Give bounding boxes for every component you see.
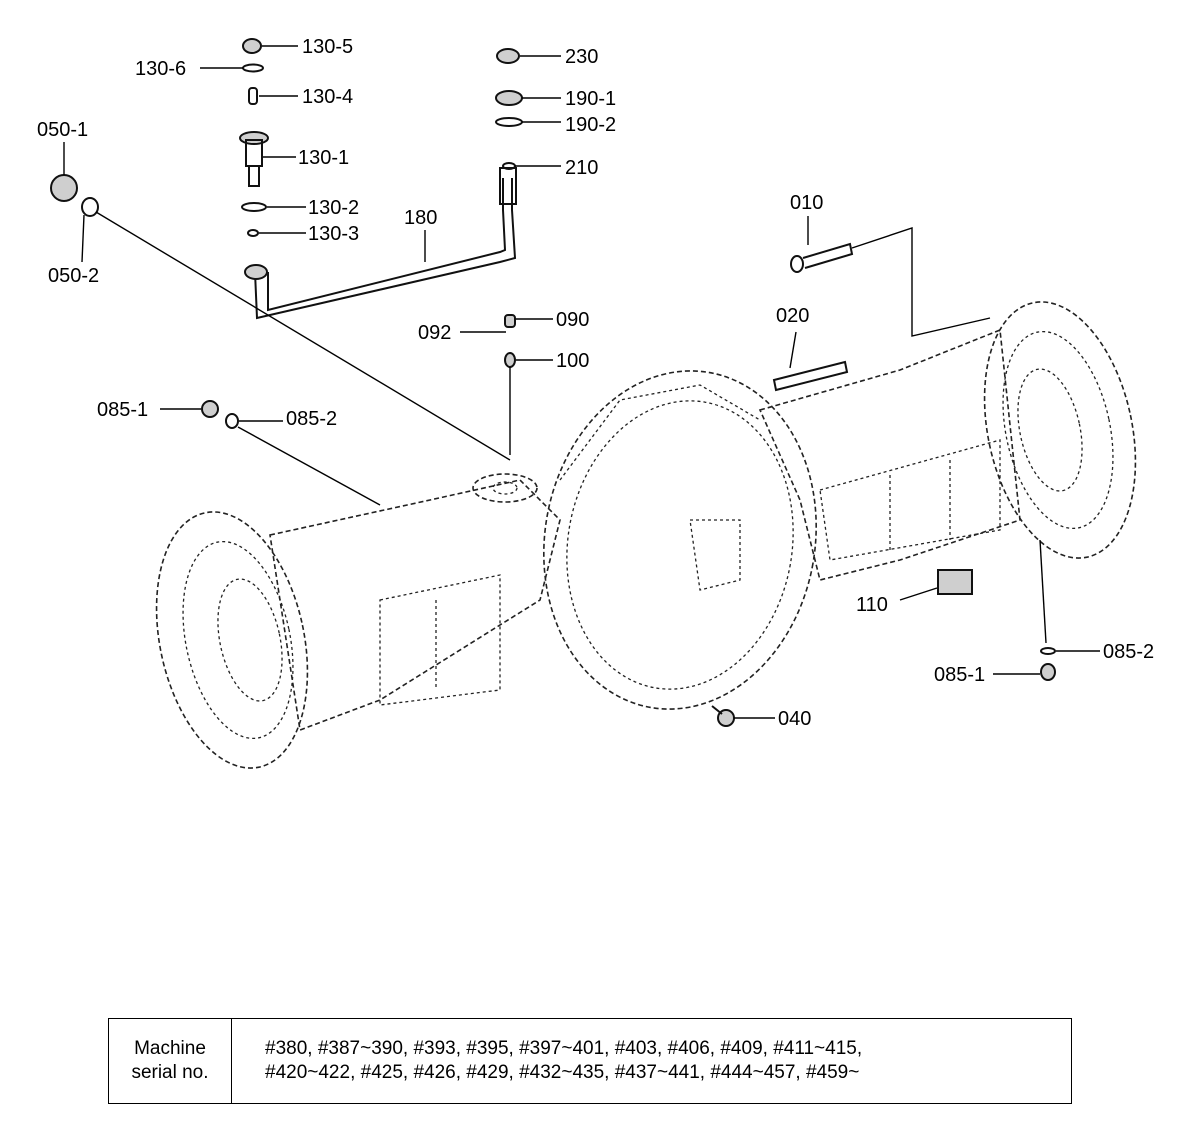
callout-090: 090 — [556, 309, 589, 331]
callout-130-3: 130-3 — [308, 223, 359, 245]
axle-housing — [155, 301, 1137, 769]
callout-labels: 130-5 130-6 130-4 130-1 130-2 130-3 050-… — [37, 36, 1154, 730]
callout-010: 010 — [790, 192, 823, 214]
parts — [50, 38, 1056, 727]
callout-085-1-left: 085-1 — [97, 399, 148, 421]
serial-table-header: Machine serial no. — [109, 1019, 232, 1103]
serial-values-line1: #380, #387~390, #393, #395, #397~401, #4… — [265, 1038, 863, 1059]
callout-085-1-right: 085-1 — [934, 664, 985, 686]
callout-210: 210 — [565, 157, 598, 179]
serial-table-values: #380, #387~390, #393, #395, #397~401, #4… — [232, 1019, 1071, 1103]
callout-190-2: 190-2 — [565, 114, 616, 136]
callout-040: 040 — [778, 708, 811, 730]
callout-130-6: 130-6 — [135, 58, 186, 80]
callout-050-2: 050-2 — [48, 265, 99, 287]
callout-110: 110 — [856, 594, 888, 616]
callout-230: 230 — [565, 46, 598, 68]
serial-values-line2: #420~422, #425, #426, #429, #432~435, #4… — [265, 1062, 860, 1083]
serial-header-line2: serial no. — [131, 1062, 209, 1083]
serial-header-line1: Machine — [134, 1038, 206, 1059]
leader-lines — [63, 45, 1100, 719]
callout-130-1: 130-1 — [298, 147, 349, 169]
serial-number-table: Machine serial no. #380, #387~390, #393,… — [108, 1018, 1072, 1104]
callout-020: 020 — [776, 305, 809, 327]
callout-130-4: 130-4 — [302, 86, 353, 108]
callout-190-1: 190-1 — [565, 88, 616, 110]
callout-050-1: 050-1 — [37, 119, 88, 141]
callout-092: 092 — [418, 322, 451, 344]
callout-085-2-right: 085-2 — [1103, 641, 1154, 663]
callout-100: 100 — [556, 350, 589, 372]
callout-130-2: 130-2 — [308, 197, 359, 219]
callout-180: 180 — [404, 207, 437, 229]
callout-130-5: 130-5 — [302, 36, 353, 58]
callout-085-2-left: 085-2 — [286, 408, 337, 430]
